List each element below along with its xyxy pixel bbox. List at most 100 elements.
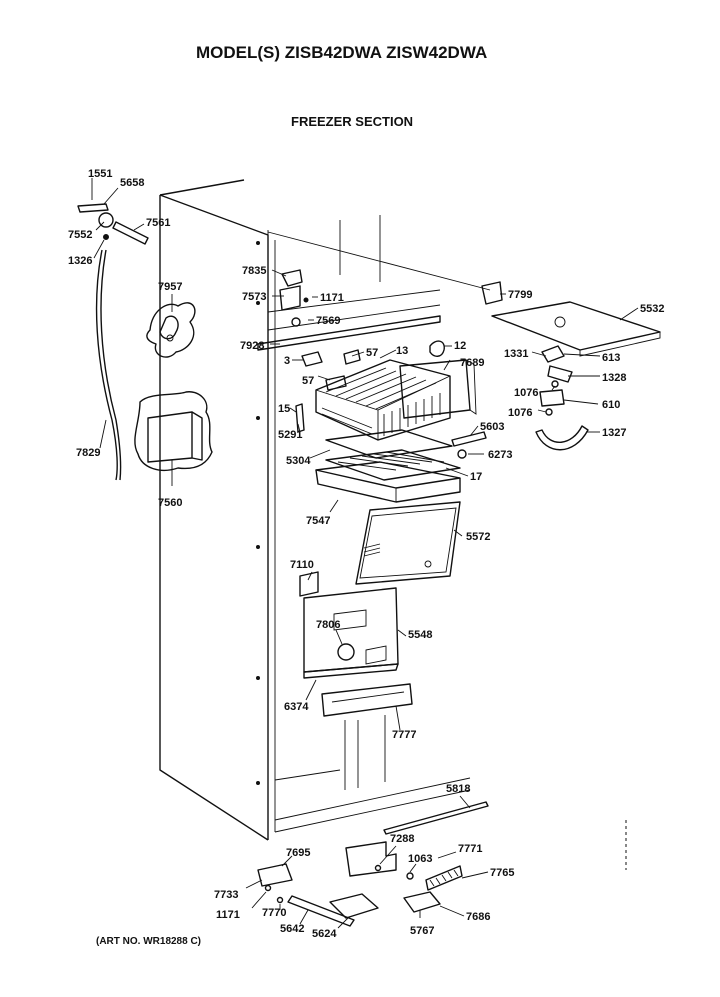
part-6374-7777 [303,663,413,717]
part-7573 [279,285,301,311]
callout-7733: 7733 [214,889,238,901]
evaporator-13 [315,359,451,441]
callout-15: 15 [278,403,290,415]
hinge-7695 [257,863,293,887]
part-7957 [146,302,196,358]
callout-5624: 5624 [312,928,337,940]
part-7569 [291,317,301,327]
callout-7560: 7560 [158,497,182,509]
part-17 [325,449,461,481]
diagram-title: MODEL(S) ZISB42DWA ZISW42DWA [196,43,487,62]
callout-6374: 6374 [284,701,309,713]
part-7560 [134,391,213,472]
freezer-cabinet [159,179,491,841]
callout-7806: 7806 [316,619,340,631]
water-tube-7829 [95,249,118,481]
callout-57-right: 57 [366,347,378,359]
callout-5304: 5304 [286,455,311,467]
callout-5818: 5818 [446,783,470,795]
callout-7771: 7771 [458,843,482,855]
fitting-1551 [77,203,109,213]
callout-1063: 1063 [408,853,432,865]
callout-7777: 7777 [392,729,416,741]
rail-7928 [257,315,441,351]
callout-7689: 7689 [460,357,484,369]
callout-13: 13 [396,345,408,357]
callout-5532: 5532 [640,303,664,315]
bottom-parts [257,801,627,927]
part-5603 [451,431,487,447]
drain-pan-7547 [315,461,461,503]
fitting-5658 [98,212,114,228]
callout-610: 610 [602,399,620,411]
part-5624 [329,893,379,919]
callout-5548: 5548 [408,629,432,641]
evaporator-assembly [295,340,487,481]
part-613 [541,345,565,363]
callout-5291: 5291 [278,429,302,441]
callout-57-left: 57 [302,375,314,387]
callout-3: 3 [284,355,290,367]
part-3 [301,351,323,367]
callout-5658: 5658 [120,177,144,189]
heater-5304 [325,429,453,459]
part-1328 [547,365,573,383]
cover-5532 [491,301,661,351]
part-5291 [295,403,305,433]
callout-7547: 7547 [306,515,330,527]
callout-7928: 7928 [240,340,264,352]
part-5642 [287,895,355,927]
water-line-assembly [77,203,149,481]
callout-7569: 7569 [316,315,340,327]
callout-7686: 7686 [466,911,490,923]
grille-7777 [321,683,413,717]
callout-1076-lower: 1076 [508,407,532,419]
hinge-5767 [403,891,441,913]
callout-1327: 1327 [602,427,626,439]
leader-lines [91,178,639,929]
spring-7765 [425,865,463,891]
callout-1076-upper: 1076 [514,387,538,399]
tube-7561 [112,221,149,245]
bracket-cover [345,841,397,877]
callout-613: 613 [602,352,620,364]
evaporator-cover-5572 [355,501,461,585]
bracket-parts-upper [257,269,441,351]
callout-1171-lower: 1171 [216,909,240,921]
part-7799 [481,281,503,305]
callout-7835: 7835 [242,265,266,277]
callout-7695: 7695 [286,847,310,859]
fan-shroud-assembly [299,571,399,673]
part-7835 [281,269,303,287]
bracket-1327 [535,425,589,451]
right-side-parts [481,281,661,451]
section-subtitle: FREEZER SECTION [291,114,413,129]
callout-5767: 5767 [410,925,434,937]
callout-labels: 1551 5658 7552 1326 7561 7957 7829 7560 … [68,168,664,940]
callout-7765: 7765 [490,867,514,879]
callout-7799: 7799 [508,289,532,301]
callout-1328: 1328 [602,372,626,384]
part-6273 [457,449,467,459]
callout-1551: 1551 [88,168,112,180]
callout-7288: 7288 [390,833,414,845]
callout-5642: 5642 [280,923,304,935]
callout-1331: 1331 [504,348,528,360]
callout-1171-upper: 1171 [320,292,344,304]
callout-6273: 6273 [488,449,512,461]
art-number: (ART NO. WR18288 C) [96,936,201,947]
callout-7552: 7552 [68,229,92,241]
callout-17: 17 [470,471,482,483]
callout-7770: 7770 [262,907,286,919]
callout-5603: 5603 [480,421,504,433]
fan-motor-7806 [337,643,355,661]
callout-7561: 7561 [146,217,170,229]
nut-1326 [103,234,109,240]
callout-12: 12 [454,340,466,352]
callout-5572: 5572 [466,531,490,543]
callout-7957: 7957 [158,281,182,293]
part-6374 [303,663,399,679]
callout-7573: 7573 [242,291,266,303]
part-7110 [299,571,319,597]
